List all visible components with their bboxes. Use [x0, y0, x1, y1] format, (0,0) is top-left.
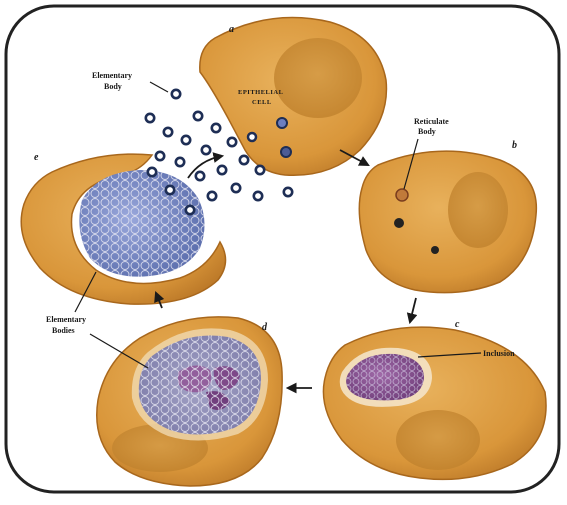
elementary-body — [228, 138, 236, 146]
body-dot — [431, 246, 439, 254]
elementary-body-label-line2: Body — [104, 82, 122, 91]
elementary-body — [186, 206, 194, 214]
elementary-body — [284, 188, 292, 196]
stage-letter-a: a — [229, 24, 234, 35]
stage-letter-e: e — [34, 152, 39, 163]
epithelial-label-line2: CELL — [252, 99, 272, 106]
elementary-bodies-label-line1: Elementary — [46, 315, 86, 324]
reticulate-label-line1: Reticulate — [414, 117, 449, 126]
elementary-body-label-line1: Elementary — [92, 71, 132, 80]
stage-letter-c: c — [455, 319, 460, 330]
elementary-body — [164, 128, 172, 136]
cell-b-reticulate — [359, 151, 536, 293]
elementary-body — [176, 158, 184, 166]
elementary-body — [194, 112, 202, 120]
nucleus-c — [396, 410, 480, 470]
elementary-body — [156, 152, 164, 160]
reticulate-label-line2: Body — [418, 127, 436, 136]
elementary-body — [208, 192, 216, 200]
elementary-body — [240, 156, 248, 164]
body-dot — [281, 147, 291, 157]
elementary-body — [256, 166, 264, 174]
elementary-body — [202, 146, 210, 154]
elementary-body — [254, 192, 262, 200]
elementary-body — [182, 136, 190, 144]
epithelial-label-line1: EPITHELIAL — [238, 89, 284, 96]
elementary-body — [232, 184, 240, 192]
elementary-body — [218, 166, 226, 174]
elementary-body — [196, 172, 204, 180]
inclusion-label: Inclusion — [483, 349, 515, 358]
elementary-bodies-label-line2: Bodies — [52, 326, 75, 335]
body-dot — [394, 218, 404, 228]
elementary-body — [212, 124, 220, 132]
body-dot — [277, 118, 287, 128]
nucleus-a — [274, 38, 362, 118]
elementary-body — [166, 186, 174, 194]
stage-letter-b: b — [512, 140, 517, 151]
elementary-body — [148, 168, 156, 176]
elementary-body — [146, 114, 154, 122]
nucleus-b — [448, 172, 508, 248]
body-dot — [248, 133, 256, 141]
reticulate-body — [396, 189, 408, 201]
elementary-body — [172, 90, 180, 98]
